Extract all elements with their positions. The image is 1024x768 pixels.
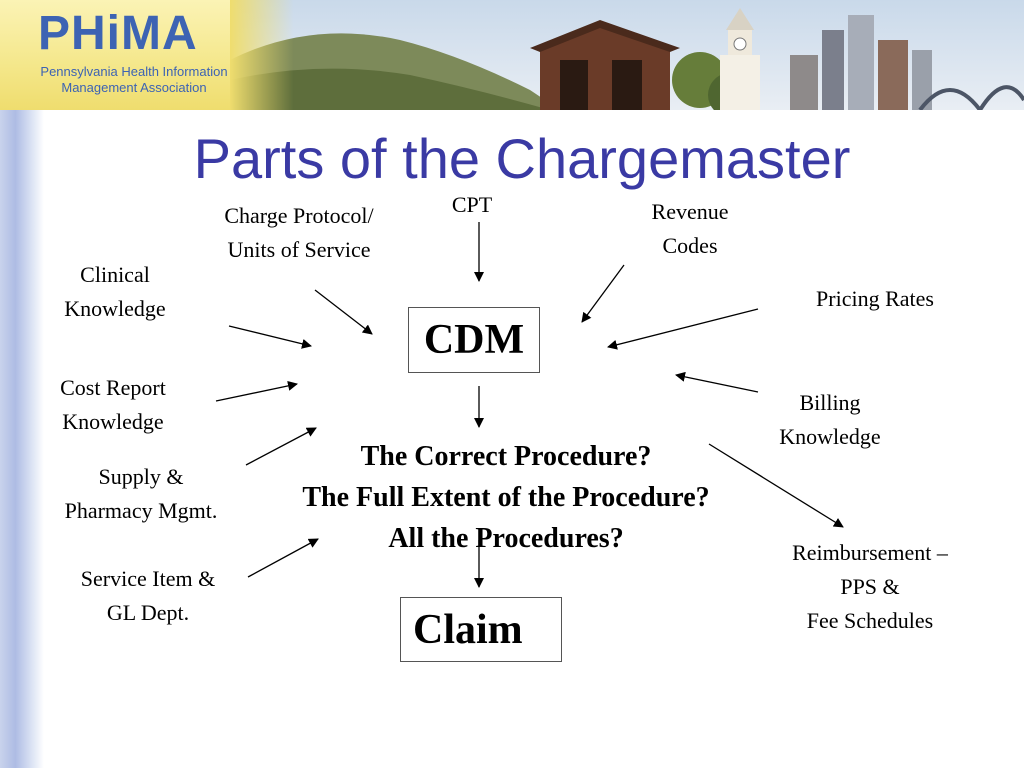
procedure-questions: The Correct Procedure? The Full Extent o…	[252, 436, 760, 559]
arrow-charge-protocol-to-cdm	[314, 289, 373, 335]
header-banner: PHiMA Pennsylvania Health Information Ma…	[0, 0, 1024, 110]
label-cost-report: Cost Report Knowledge	[60, 375, 166, 434]
slide-title: Parts of the Chargemaster	[193, 127, 851, 190]
logo-subtitle-line1: Pennsylvania Health Information	[40, 64, 228, 79]
label-pricing-rates: Pricing Rates	[816, 286, 934, 311]
label-revenue-codes: Revenue Codes	[651, 199, 729, 258]
logo-subtitle: Pennsylvania Health Information Manageme…	[18, 64, 250, 96]
arrow-cost-report-to-cdm	[215, 380, 298, 402]
label-charge-protocol: Charge Protocol/ Units of Service	[224, 203, 374, 262]
arrow-questions-to-reimbursement	[708, 443, 844, 528]
label-cpt: CPT	[451, 192, 493, 217]
label-clinical-knowledge: Clinical Knowledge	[64, 262, 166, 321]
arrow-service-item-to-cdm	[247, 538, 319, 578]
label-billing-knowledge: Billing Knowledge	[779, 390, 881, 449]
arrow-billing-to-cdm	[675, 371, 759, 393]
label-supply-pharmacy: Supply & Pharmacy Mgmt.	[64, 464, 218, 523]
logo-subtitle-line2: Management Association	[61, 80, 207, 95]
claim-box: Claim	[400, 597, 562, 662]
phima-logo: PHiMA	[38, 7, 198, 60]
cdm-box: CDM	[408, 307, 540, 373]
arrow-clinical-to-cdm	[228, 325, 312, 349]
question-full-extent: The Full Extent of the Procedure?	[302, 482, 710, 513]
label-reimbursement: Reimbursement – PPS & Fee Schedules	[792, 540, 948, 633]
logo-panel: PHiMA Pennsylvania Health Information Ma…	[0, 0, 260, 110]
arrow-supply-to-cdm	[245, 427, 317, 466]
question-correct-procedure: The Correct Procedure?	[360, 441, 652, 472]
pennsylvania-scenery-photo	[230, 0, 1024, 110]
arrow-pricing-to-cdm	[607, 308, 759, 350]
arrow-revenue-codes-to-cdm	[581, 264, 625, 323]
question-all-procedures: All the Procedures?	[388, 523, 624, 554]
left-decorative-stripe	[0, 110, 44, 768]
label-service-item: Service Item & GL Dept.	[80, 566, 216, 625]
